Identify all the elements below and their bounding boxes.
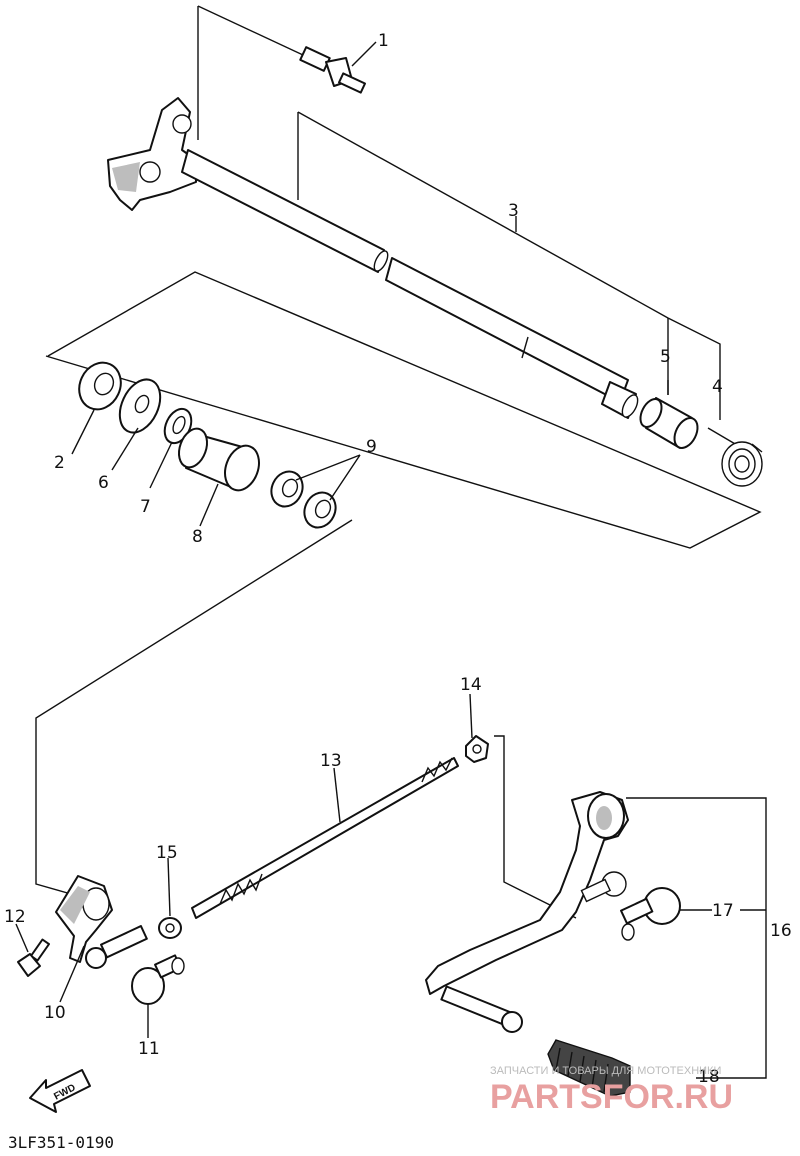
part-5-collar <box>639 397 699 449</box>
callout-12: 12 <box>4 907 26 927</box>
part-13-shift-rod <box>191 757 459 919</box>
callout-13: 13 <box>320 751 342 771</box>
part-1-bolt <box>299 46 366 94</box>
part-9-bearing-pair <box>270 470 337 529</box>
part-18-pedal-rubber <box>547 1039 631 1097</box>
part-16-shift-pedal <box>425 791 629 1033</box>
callout-4: 4 <box>712 377 723 397</box>
callout-7: 7 <box>140 497 151 517</box>
callout-8: 8 <box>192 527 203 547</box>
callout-11: 11 <box>138 1039 160 1059</box>
callout-17: 17 <box>712 901 734 921</box>
part-10-shift-lever <box>55 875 148 969</box>
callout-5: 5 <box>660 347 671 367</box>
drawing-code: 3LF351-0190 <box>8 1133 114 1152</box>
part-12-bolt <box>17 938 51 977</box>
watermark-brand: PARTSFOR.RU <box>490 1078 733 1116</box>
shift-linkage-group: 14 13 15 12 10 11 17 16 18 <box>4 519 792 1097</box>
callout-15: 15 <box>156 843 178 863</box>
callout-3: 3 <box>508 201 519 221</box>
watermark: ЗАПЧАСТИ И ТОВАРЫ ДЛЯ МОТОТЕХНИКИ PARTSF… <box>490 1065 733 1116</box>
part-7-circlip <box>163 407 193 445</box>
watermark-caption: ЗАПЧАСТИ И ТОВАРЫ ДЛЯ МОТОТЕХНИКИ <box>490 1065 721 1077</box>
callout-14: 14 <box>460 675 482 695</box>
callout-2: 2 <box>54 453 65 473</box>
part-4-return-spring <box>707 427 763 487</box>
part-14-locknut <box>465 735 489 763</box>
shift-shaft-arm <box>107 97 197 211</box>
part-15-locknut <box>158 917 182 939</box>
part-3-shift-shaft <box>181 149 639 419</box>
forward-direction-arrow: FWD <box>29 1069 91 1113</box>
callout-6: 6 <box>98 473 109 493</box>
shift-shaft-group: 1 3 5 4 2 6 7 8 9 <box>45 5 763 549</box>
part-8-bushing <box>177 427 260 492</box>
part-11-pivot-pin <box>131 954 185 1005</box>
part-2-oil-seal <box>78 361 122 411</box>
callout-18: 18 <box>698 1067 720 1087</box>
part-17-pivot-pin <box>620 887 681 941</box>
callout-16: 16 <box>770 921 792 941</box>
callout-1: 1 <box>378 31 389 51</box>
part-6-washer <box>118 378 162 434</box>
callout-9: 9 <box>366 437 377 457</box>
callout-10: 10 <box>44 1003 66 1023</box>
